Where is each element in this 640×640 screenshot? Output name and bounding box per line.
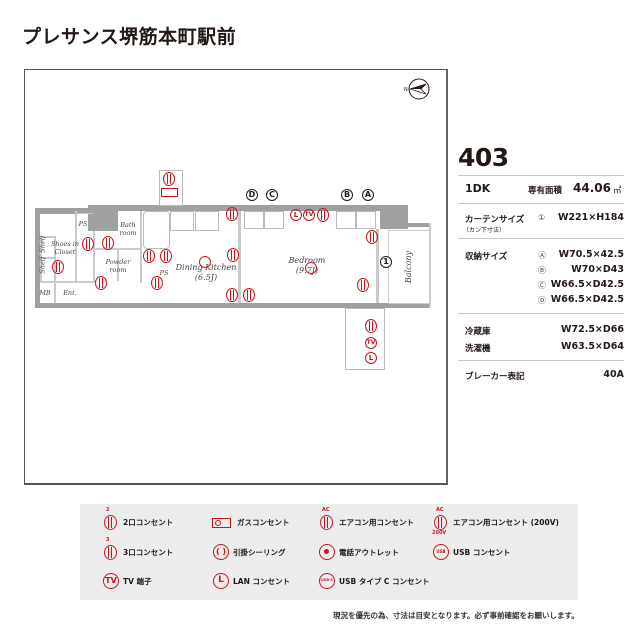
fridge-label: 冷蔵庫 (465, 327, 491, 337)
divider (458, 360, 624, 361)
outlet-icon (243, 288, 255, 302)
divider (458, 313, 624, 314)
layout-type: 1DK (465, 182, 491, 195)
legend-item: 2 2口コンセント (102, 507, 173, 531)
ceiling-hook-icon (305, 262, 317, 274)
legend-item: AC エアコン用コンセント (318, 507, 414, 531)
room-label-shoe-closet: Shoes in Closet (50, 240, 80, 257)
gas-outlet-icon (212, 513, 232, 531)
outlet-icon (163, 172, 175, 186)
lan-outlet-icon: L (212, 572, 229, 590)
storage-d (244, 211, 264, 229)
storage-b (336, 211, 356, 229)
storage-a (356, 211, 376, 229)
breaker-value: 40A (603, 369, 624, 380)
ceiling-hook-icon (199, 256, 211, 268)
room-label-ps: PS (159, 269, 169, 277)
room-label-powder: Powder room (105, 258, 131, 275)
phone-outlet-icon (318, 543, 335, 561)
room-label-shelf: Shelf (38, 235, 47, 253)
legend-item: L LAN コンセント (212, 572, 290, 590)
curtain-marker-1: 1 (380, 256, 392, 268)
outlet-icon (82, 237, 94, 251)
storage-mark-c: Ⓒ (538, 281, 546, 290)
lan-outlet-icon: L (365, 352, 377, 364)
fridge-value: W72.5×D66 (561, 324, 624, 335)
legend-item: 電話アウトレット (318, 543, 399, 561)
outlet-2-icon: 2 (102, 507, 118, 531)
footer-note: 現況を優先の為、寸法は目安となります。必ず事前確認をお願いします。 (333, 611, 579, 620)
ac-outlet-200v-icon (357, 278, 369, 292)
tv-terminal-icon: TV (365, 337, 377, 349)
room-label-bath: Bath room (119, 221, 137, 238)
lan-outlet-icon: L (290, 209, 302, 221)
room-label-ps: PS (78, 220, 88, 228)
outlet-icon (95, 276, 107, 290)
washer-label: 洗濯機 (465, 344, 491, 354)
storage-marker-d: D (246, 189, 258, 201)
curtain-value-1: W221×H184 (557, 212, 624, 223)
area-value: 44.06 (573, 181, 611, 195)
usb-c-outlet-icon: USB-C (318, 572, 335, 590)
storage-marker-a: A (362, 189, 374, 201)
storage-mark-d: Ⓓ (538, 296, 546, 305)
usb-outlet-icon: USB (432, 543, 449, 561)
area-label: 専有面積 (528, 186, 563, 196)
outlet-icon (366, 230, 378, 244)
divider (458, 175, 624, 176)
svg-text:N: N (404, 87, 408, 93)
storage-value-d: W66.5×D42.5 (550, 294, 624, 305)
room-label-shelf: Shelf (38, 256, 47, 274)
tv-terminal-icon: TV (102, 572, 119, 590)
storage-marker-c: C (266, 189, 278, 201)
floor-plan-frame (24, 69, 448, 485)
storage-marker-b: B (341, 189, 353, 201)
room-label-mb: MB (39, 289, 51, 297)
curtain-size-label: カーテンサイズ (465, 215, 525, 225)
outlet-icon (226, 207, 238, 221)
storage-size-label: 収納サイズ (465, 252, 508, 262)
storage-mark-a: Ⓐ (538, 251, 546, 260)
ac-outlet-icon: AC (318, 507, 334, 531)
tv-terminal-icon: TV (303, 209, 315, 221)
legend-item: ガスコンセント (212, 513, 290, 531)
outlet-icon (151, 276, 163, 290)
area-unit: ㎡ (613, 186, 622, 196)
storage-value-b: W70×D43 (571, 264, 624, 275)
room-label-balcony: Balcony (404, 250, 413, 284)
divider (458, 238, 624, 239)
storage-value-a: W70.5×42.5 (558, 249, 624, 260)
gas-outlet-icon (161, 188, 178, 197)
outlet-icon (143, 249, 155, 263)
legend-item: ( ) 引掛シーリング (212, 543, 286, 561)
storage-c (264, 211, 284, 229)
outlet-icon (317, 208, 329, 222)
unit-number: 403 (458, 143, 509, 172)
outlet-icon (365, 319, 377, 333)
outlet-3-icon: 3 (102, 537, 118, 561)
legend-item: USB USB コンセント (432, 543, 510, 561)
outlet-icon (226, 288, 238, 302)
curtain-size-sublabel: （カン下寸法） (463, 227, 506, 234)
storage-mark-b: Ⓑ (538, 266, 546, 275)
curtain-mark-1: ① (538, 213, 546, 222)
outlet-3-icon (102, 236, 114, 250)
divider (458, 203, 624, 204)
breaker-label: ブレーカー表記 (465, 372, 525, 382)
property-title: プレサンス堺筋本町駅前 (22, 26, 237, 48)
ceiling-hook-icon: ( ) (212, 543, 229, 561)
outlet-icon (160, 249, 172, 263)
legend-item: TV TV 端子 (102, 572, 152, 590)
room-label-entrance: Ent. (63, 289, 77, 297)
north-arrow-icon: N (404, 78, 430, 100)
legend-item: USB-C USB タイプ C コンセント (318, 572, 430, 590)
outlet-icon (52, 260, 64, 274)
outlet-icon (227, 248, 239, 262)
legend-item: 3 3口コンセント (102, 537, 173, 561)
washer-value: W63.5×D64 (561, 341, 624, 352)
storage-value-c: W66.5×D42.5 (550, 279, 624, 290)
